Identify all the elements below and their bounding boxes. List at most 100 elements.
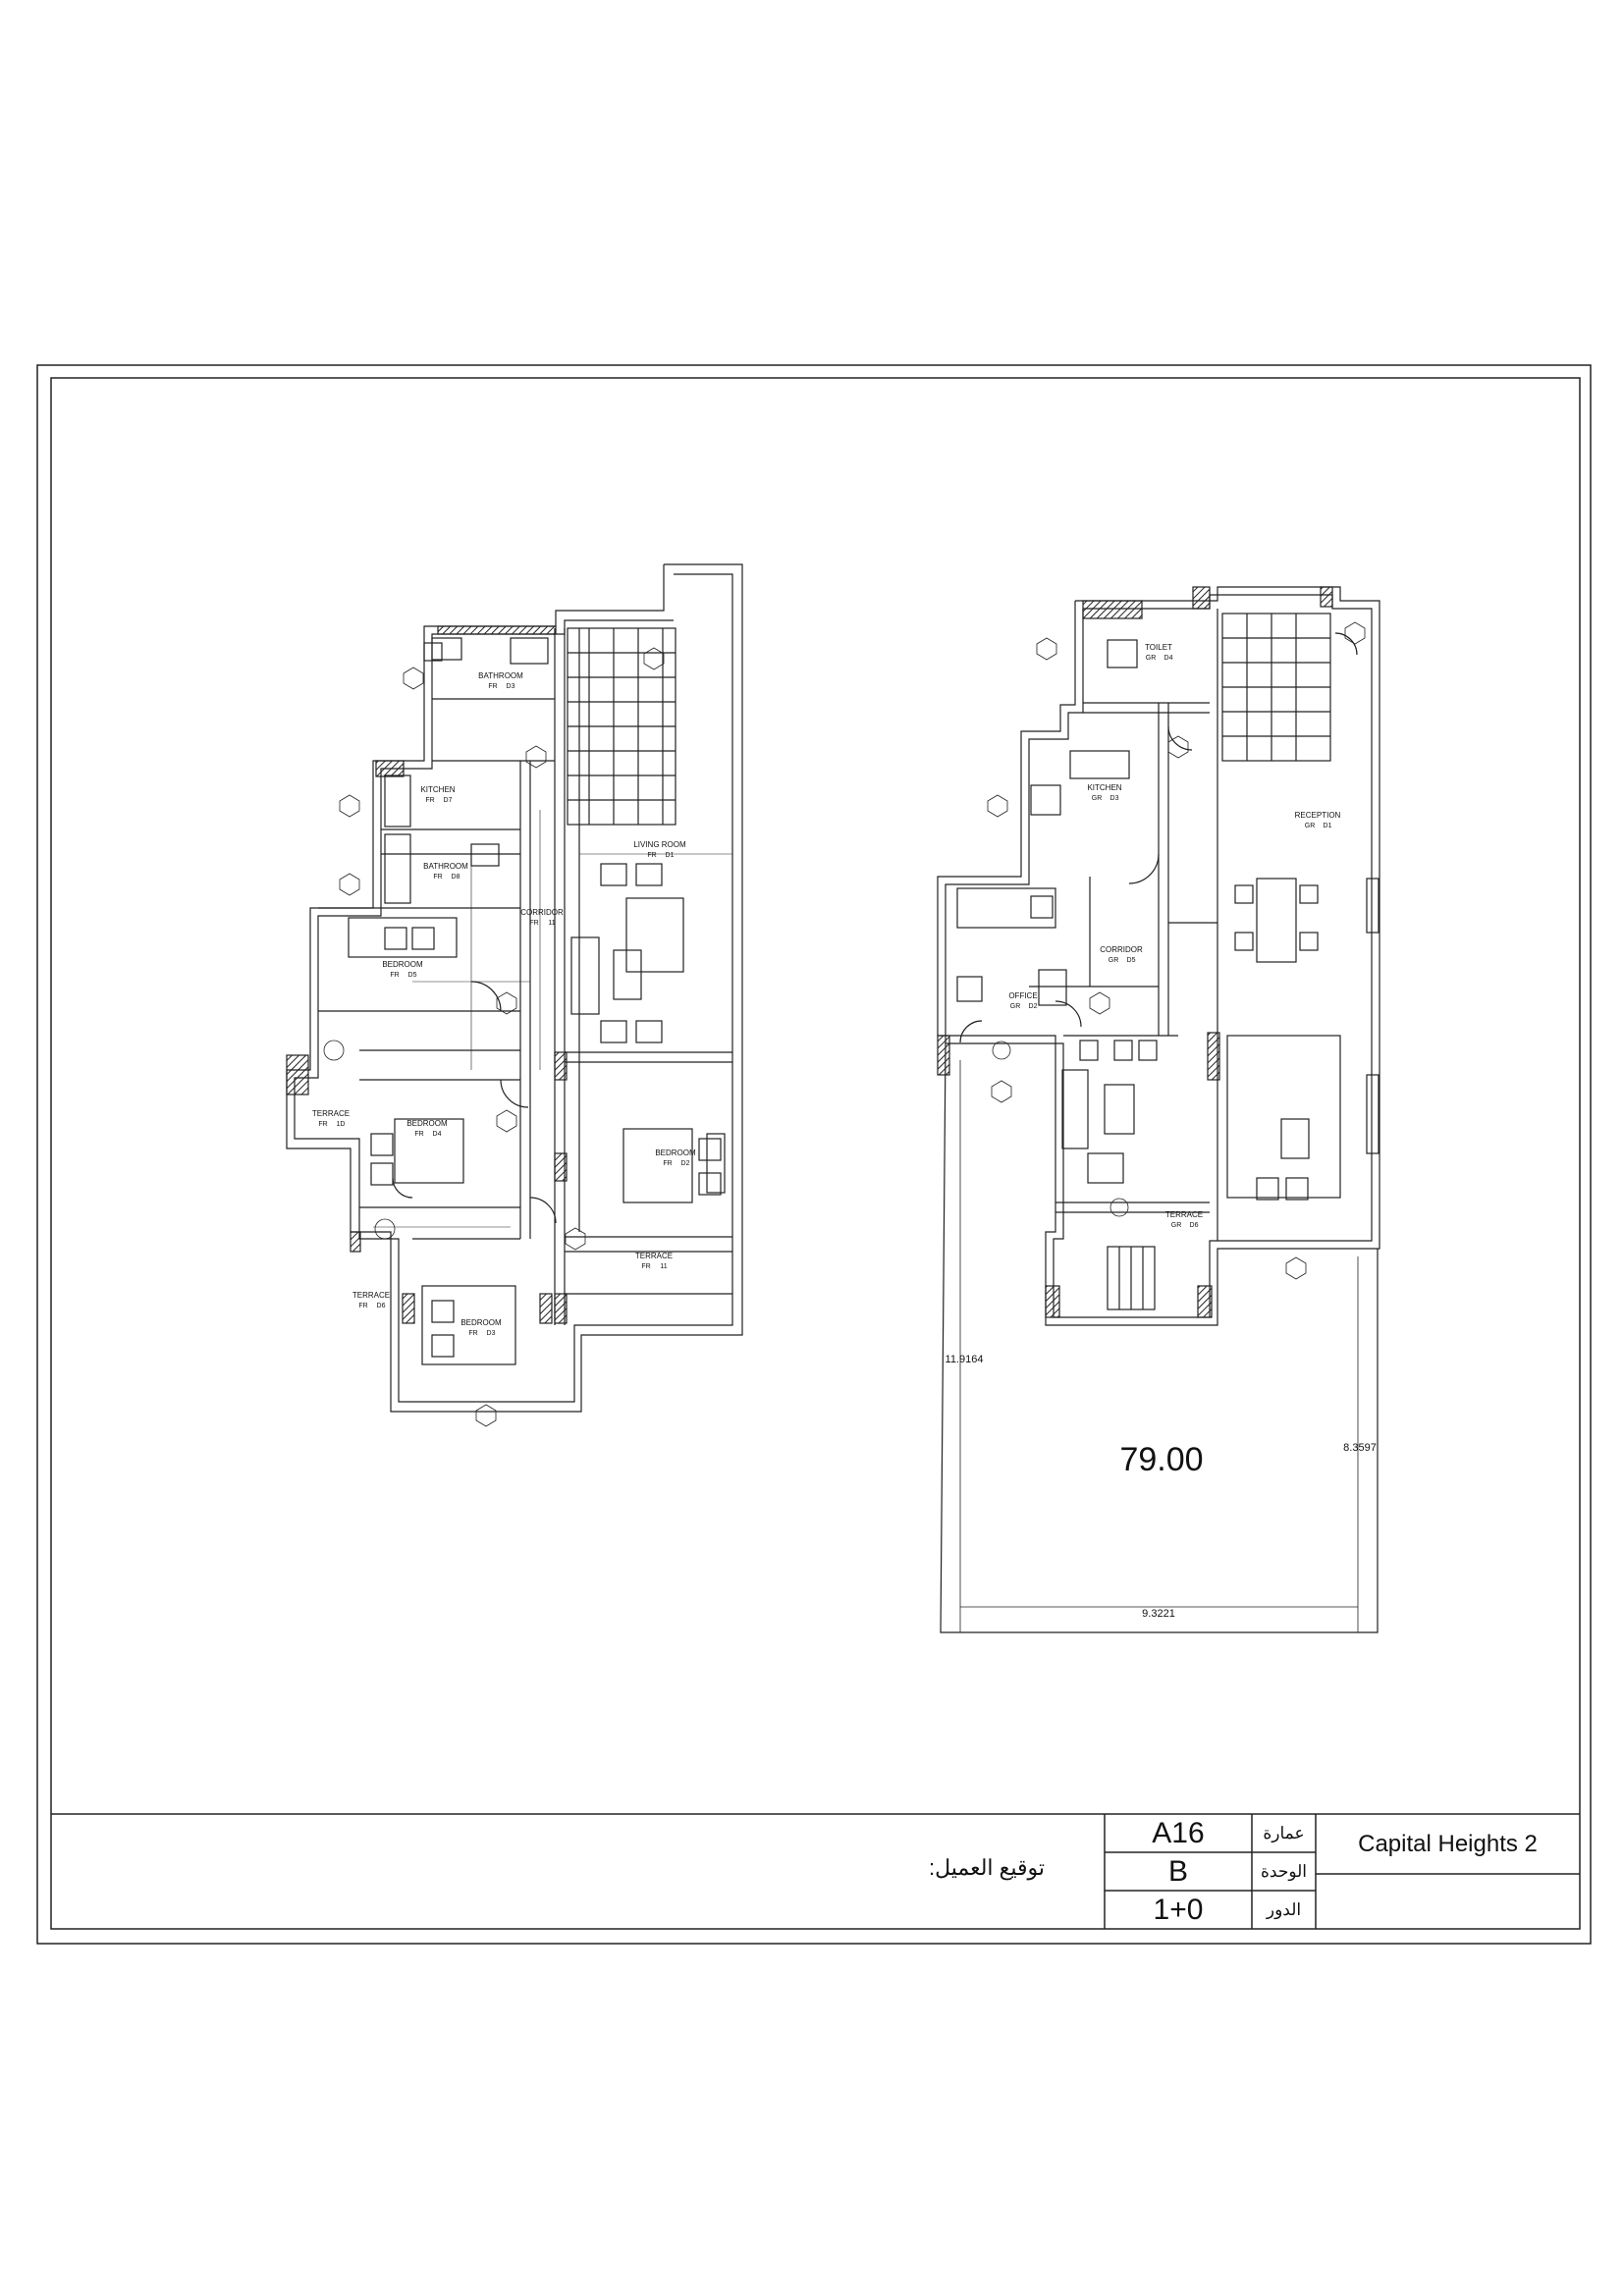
- svg-text:1D: 1D: [337, 1121, 346, 1128]
- left-floor-plan: [286, 563, 743, 1427]
- svg-text:BATHROOM: BATHROOM: [478, 671, 523, 680]
- svg-text:GR: GR: [1109, 957, 1119, 964]
- svg-text:D5: D5: [408, 972, 417, 979]
- label-bedroom-fr-d4: BEDROOM FR D4: [406, 1119, 448, 1138]
- svg-text:LIVING ROOM: LIVING ROOM: [633, 840, 686, 849]
- label-kitchen-fr-d7: KITCHEN FR D7: [420, 785, 455, 804]
- svg-text:BEDROOM: BEDROOM: [460, 1318, 502, 1327]
- dimension-right: 8.3597: [1343, 1442, 1377, 1454]
- svg-text:BATHROOM: BATHROOM: [423, 862, 468, 871]
- svg-text:GR: GR: [1305, 823, 1316, 829]
- label-bedroom-fr-d5: BEDROOM FR D5: [382, 960, 423, 979]
- svg-text:FR: FR: [358, 1303, 367, 1309]
- svg-text:FR: FR: [390, 972, 399, 979]
- svg-text:D3: D3: [507, 683, 515, 690]
- right-floor-plan: [937, 586, 1380, 1633]
- left-plan-outer-wall: [286, 563, 743, 1413]
- label-terrace-gr-d6: TERRACE GR D6: [1165, 1210, 1203, 1229]
- svg-text:TERRACE: TERRACE: [635, 1252, 673, 1260]
- label-living-room-fr-d1: LIVING ROOM FR D1: [633, 840, 686, 859]
- label-bathroom-fr-d3: BATHROOM FR D3: [478, 671, 523, 690]
- floor-value: 1+0: [1153, 1893, 1204, 1926]
- svg-text:GR: GR: [1146, 655, 1157, 662]
- svg-text:FR: FR: [318, 1121, 327, 1128]
- svg-text:D1: D1: [666, 852, 675, 859]
- svg-text:D8: D8: [452, 874, 460, 881]
- label-terrace-fr-d6: TERRACE FR D6: [352, 1291, 390, 1309]
- svg-text:D4: D4: [1164, 655, 1173, 662]
- svg-text:GR: GR: [1171, 1222, 1182, 1229]
- svg-text:D7: D7: [444, 797, 453, 804]
- bed-d3: [421, 1285, 516, 1365]
- label-bedroom-fr-d3: BEDROOM FR D3: [460, 1318, 502, 1337]
- bed-d2: [622, 1128, 693, 1203]
- label-terrace-fr-11: TERRACE FR 11: [635, 1252, 673, 1270]
- svg-text:CORRIDOR: CORRIDOR: [520, 908, 564, 917]
- svg-text:FR: FR: [647, 852, 656, 859]
- label-bedroom-fr-d2: BEDROOM FR D2: [655, 1148, 696, 1167]
- svg-text:TOILET: TOILET: [1145, 643, 1172, 652]
- svg-text:D5: D5: [1127, 957, 1136, 964]
- client-signature-label: توقيع العميل:: [928, 1855, 1046, 1880]
- outdoor-area-boundary: [940, 1042, 1379, 1633]
- coffee-table: [613, 949, 642, 1000]
- unit-value: B: [1167, 1854, 1188, 1888]
- label-corridor-fr-11: CORRIDOR FR 11: [520, 908, 564, 927]
- label-toilet-gr-d4: TOILET GR D4: [1145, 643, 1173, 662]
- svg-text:FR: FR: [663, 1160, 672, 1167]
- svg-text:D4: D4: [433, 1131, 442, 1138]
- label-kitchen-gr-d3: KITCHEN GR D3: [1087, 783, 1121, 802]
- reception-sofa-set: [1226, 1035, 1341, 1199]
- svg-text:FR: FR: [425, 797, 434, 804]
- svg-text:BEDROOM: BEDROOM: [382, 960, 423, 969]
- building-label: عمارة: [1263, 1823, 1305, 1842]
- dimension-bottom: 9.3221: [1142, 1608, 1175, 1620]
- sheet-inner-border: [50, 377, 1581, 1930]
- svg-text:KITCHEN: KITCHEN: [1087, 783, 1121, 792]
- svg-text:D3: D3: [1110, 795, 1119, 802]
- title-block-frame: [51, 1813, 1580, 1929]
- svg-text:TERRACE: TERRACE: [352, 1291, 390, 1300]
- svg-text:FR: FR: [414, 1131, 423, 1138]
- label-reception-gr-d1: RECEPTION GR D1: [1295, 811, 1341, 829]
- svg-text:OFFICE: OFFICE: [1008, 991, 1037, 1000]
- label-bathroom-fr-d8: BATHROOM FR D8: [423, 862, 468, 881]
- left-plan-labels: BATHROOM FR D3 KITCHEN FR D7 BATHROOM FR…: [312, 671, 696, 1337]
- svg-text:FR: FR: [488, 683, 497, 690]
- svg-text:11: 11: [660, 1263, 667, 1270]
- bed-d5: [348, 917, 458, 958]
- svg-text:GR: GR: [1092, 795, 1103, 802]
- svg-text:KITCHEN: KITCHEN: [420, 785, 455, 794]
- svg-text:RECEPTION: RECEPTION: [1295, 811, 1341, 820]
- reception-dining-table: [1256, 878, 1297, 963]
- dimension-left: 11.9164: [946, 1354, 984, 1365]
- svg-text:D2: D2: [1029, 1003, 1038, 1010]
- svg-text:TERRACE: TERRACE: [1165, 1210, 1203, 1219]
- svg-text:FR: FR: [641, 1263, 650, 1270]
- svg-text:D6: D6: [1190, 1222, 1199, 1229]
- label-terrace-fr-1d: TERRACE FR 1D: [312, 1109, 350, 1128]
- right-plan-outer-wall: [937, 586, 1380, 1326]
- svg-text:BEDROOM: BEDROOM: [655, 1148, 696, 1157]
- project-name: Capital Heights 2: [1358, 1830, 1538, 1857]
- unit-label: الوحدة: [1260, 1861, 1308, 1881]
- svg-text:GR: GR: [1010, 1003, 1021, 1010]
- svg-text:FR: FR: [433, 874, 442, 881]
- svg-text:D3: D3: [487, 1330, 496, 1337]
- svg-text:FR: FR: [468, 1330, 477, 1337]
- svg-text:CORRIDOR: CORRIDOR: [1100, 945, 1143, 954]
- svg-text:BEDROOM: BEDROOM: [406, 1119, 448, 1128]
- svg-text:TERRACE: TERRACE: [312, 1109, 350, 1118]
- sofa: [570, 936, 600, 1015]
- label-corridor-gr-d5: CORRIDOR GR D5: [1100, 945, 1143, 964]
- svg-text:FR: FR: [529, 920, 538, 927]
- floor-label: الدور: [1266, 1899, 1302, 1919]
- label-office-gr-d2: OFFICE GR D2: [1008, 991, 1037, 1010]
- sheet-outer-border: [36, 364, 1592, 1945]
- building-value: A16: [1152, 1816, 1205, 1849]
- dining-table: [625, 897, 684, 973]
- area-label: 79.00: [1119, 1441, 1203, 1478]
- svg-text:D2: D2: [681, 1160, 690, 1167]
- svg-text:D6: D6: [377, 1303, 386, 1309]
